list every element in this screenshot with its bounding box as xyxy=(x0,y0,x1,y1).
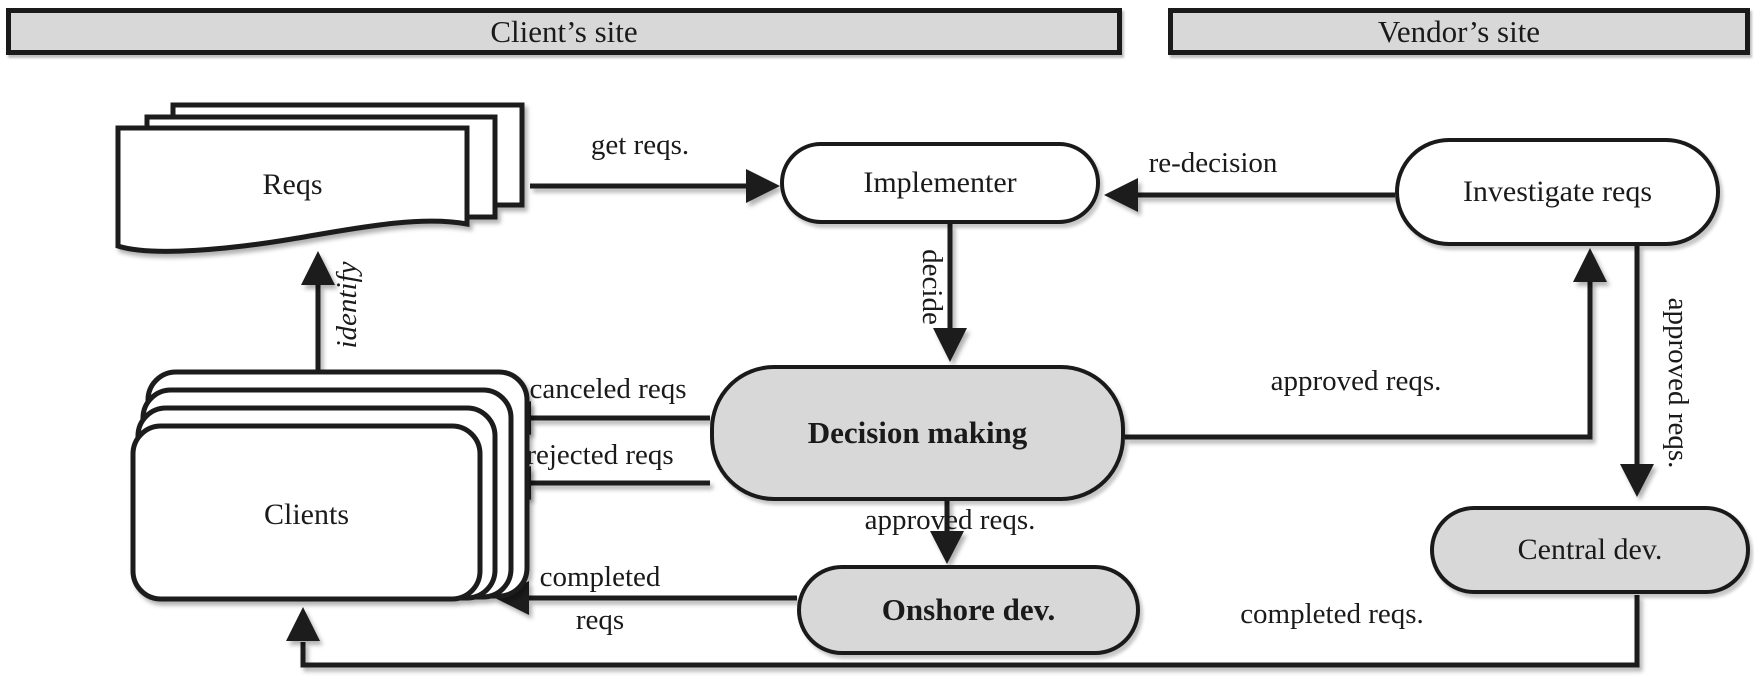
completed-reqs-central-arrowhead xyxy=(286,607,320,641)
decide-arrowhead xyxy=(933,328,967,362)
re-decision-label: re-decision xyxy=(1148,147,1278,179)
rejected-reqs-label: rejected reqs xyxy=(526,439,674,471)
central-dev-node: Central dev. xyxy=(1430,506,1750,594)
get-reqs-arrowhead xyxy=(746,169,780,203)
decide-label: decide xyxy=(916,249,948,325)
completed-reqs-central-label: completed reqs. xyxy=(1240,598,1424,630)
approved-reqs-down-label: approved reqs. xyxy=(864,504,1036,536)
completed-reqs-onshore-label-line2: reqs xyxy=(575,604,625,636)
approved-reqs-vendor-label: approved reqs. xyxy=(1662,297,1694,469)
get-reqs-label: get reqs. xyxy=(590,129,690,161)
reqs-label: Reqs xyxy=(262,168,323,201)
vendor-site-header: Vendor’s site xyxy=(1168,8,1750,55)
approved-reqs-right-arrowhead xyxy=(1573,248,1607,282)
reqs-node xyxy=(115,102,525,254)
completed-reqs-central-arrow-line xyxy=(300,595,1640,668)
onshore-dev-label: Onshore dev. xyxy=(881,592,1056,627)
implementer-node: Implementer xyxy=(780,142,1100,224)
investigate-reqs-label: Investigate reqs xyxy=(1462,175,1653,208)
onshore-dev-node: Onshore dev. xyxy=(797,565,1140,655)
reqs-sheet-front xyxy=(115,125,470,254)
vendor-site-header-label: Vendor’s site xyxy=(1377,13,1541,49)
client-site-header-label: Client’s site xyxy=(490,13,638,49)
investigate-reqs-node: Investigate reqs xyxy=(1395,138,1720,246)
implementer-label: Implementer xyxy=(863,166,1017,199)
completed-reqs-onshore-label-line1: completed xyxy=(539,561,661,593)
clients-layer-front xyxy=(130,423,483,602)
identify-label: identify xyxy=(331,261,363,349)
re-decision-arrowhead xyxy=(1104,178,1138,212)
canceled-reqs-label: canceled reqs xyxy=(529,373,687,405)
approved-reqs-down-arrowhead xyxy=(930,531,964,564)
approved-reqs-right-arrow-line xyxy=(1125,281,1593,440)
decision-making-node: Decision making xyxy=(710,365,1125,501)
identify-arrowhead xyxy=(301,251,335,285)
approved-reqs-right-label: approved reqs. xyxy=(1270,365,1442,397)
approved-reqs-vendor-arrowhead xyxy=(1620,464,1654,497)
central-dev-label: Central dev. xyxy=(1517,533,1663,566)
clients-label: Clients xyxy=(263,498,349,531)
decision-making-label: Decision making xyxy=(807,415,1028,450)
client-site-header: Client’s site xyxy=(6,8,1122,55)
clients-node xyxy=(130,369,530,602)
